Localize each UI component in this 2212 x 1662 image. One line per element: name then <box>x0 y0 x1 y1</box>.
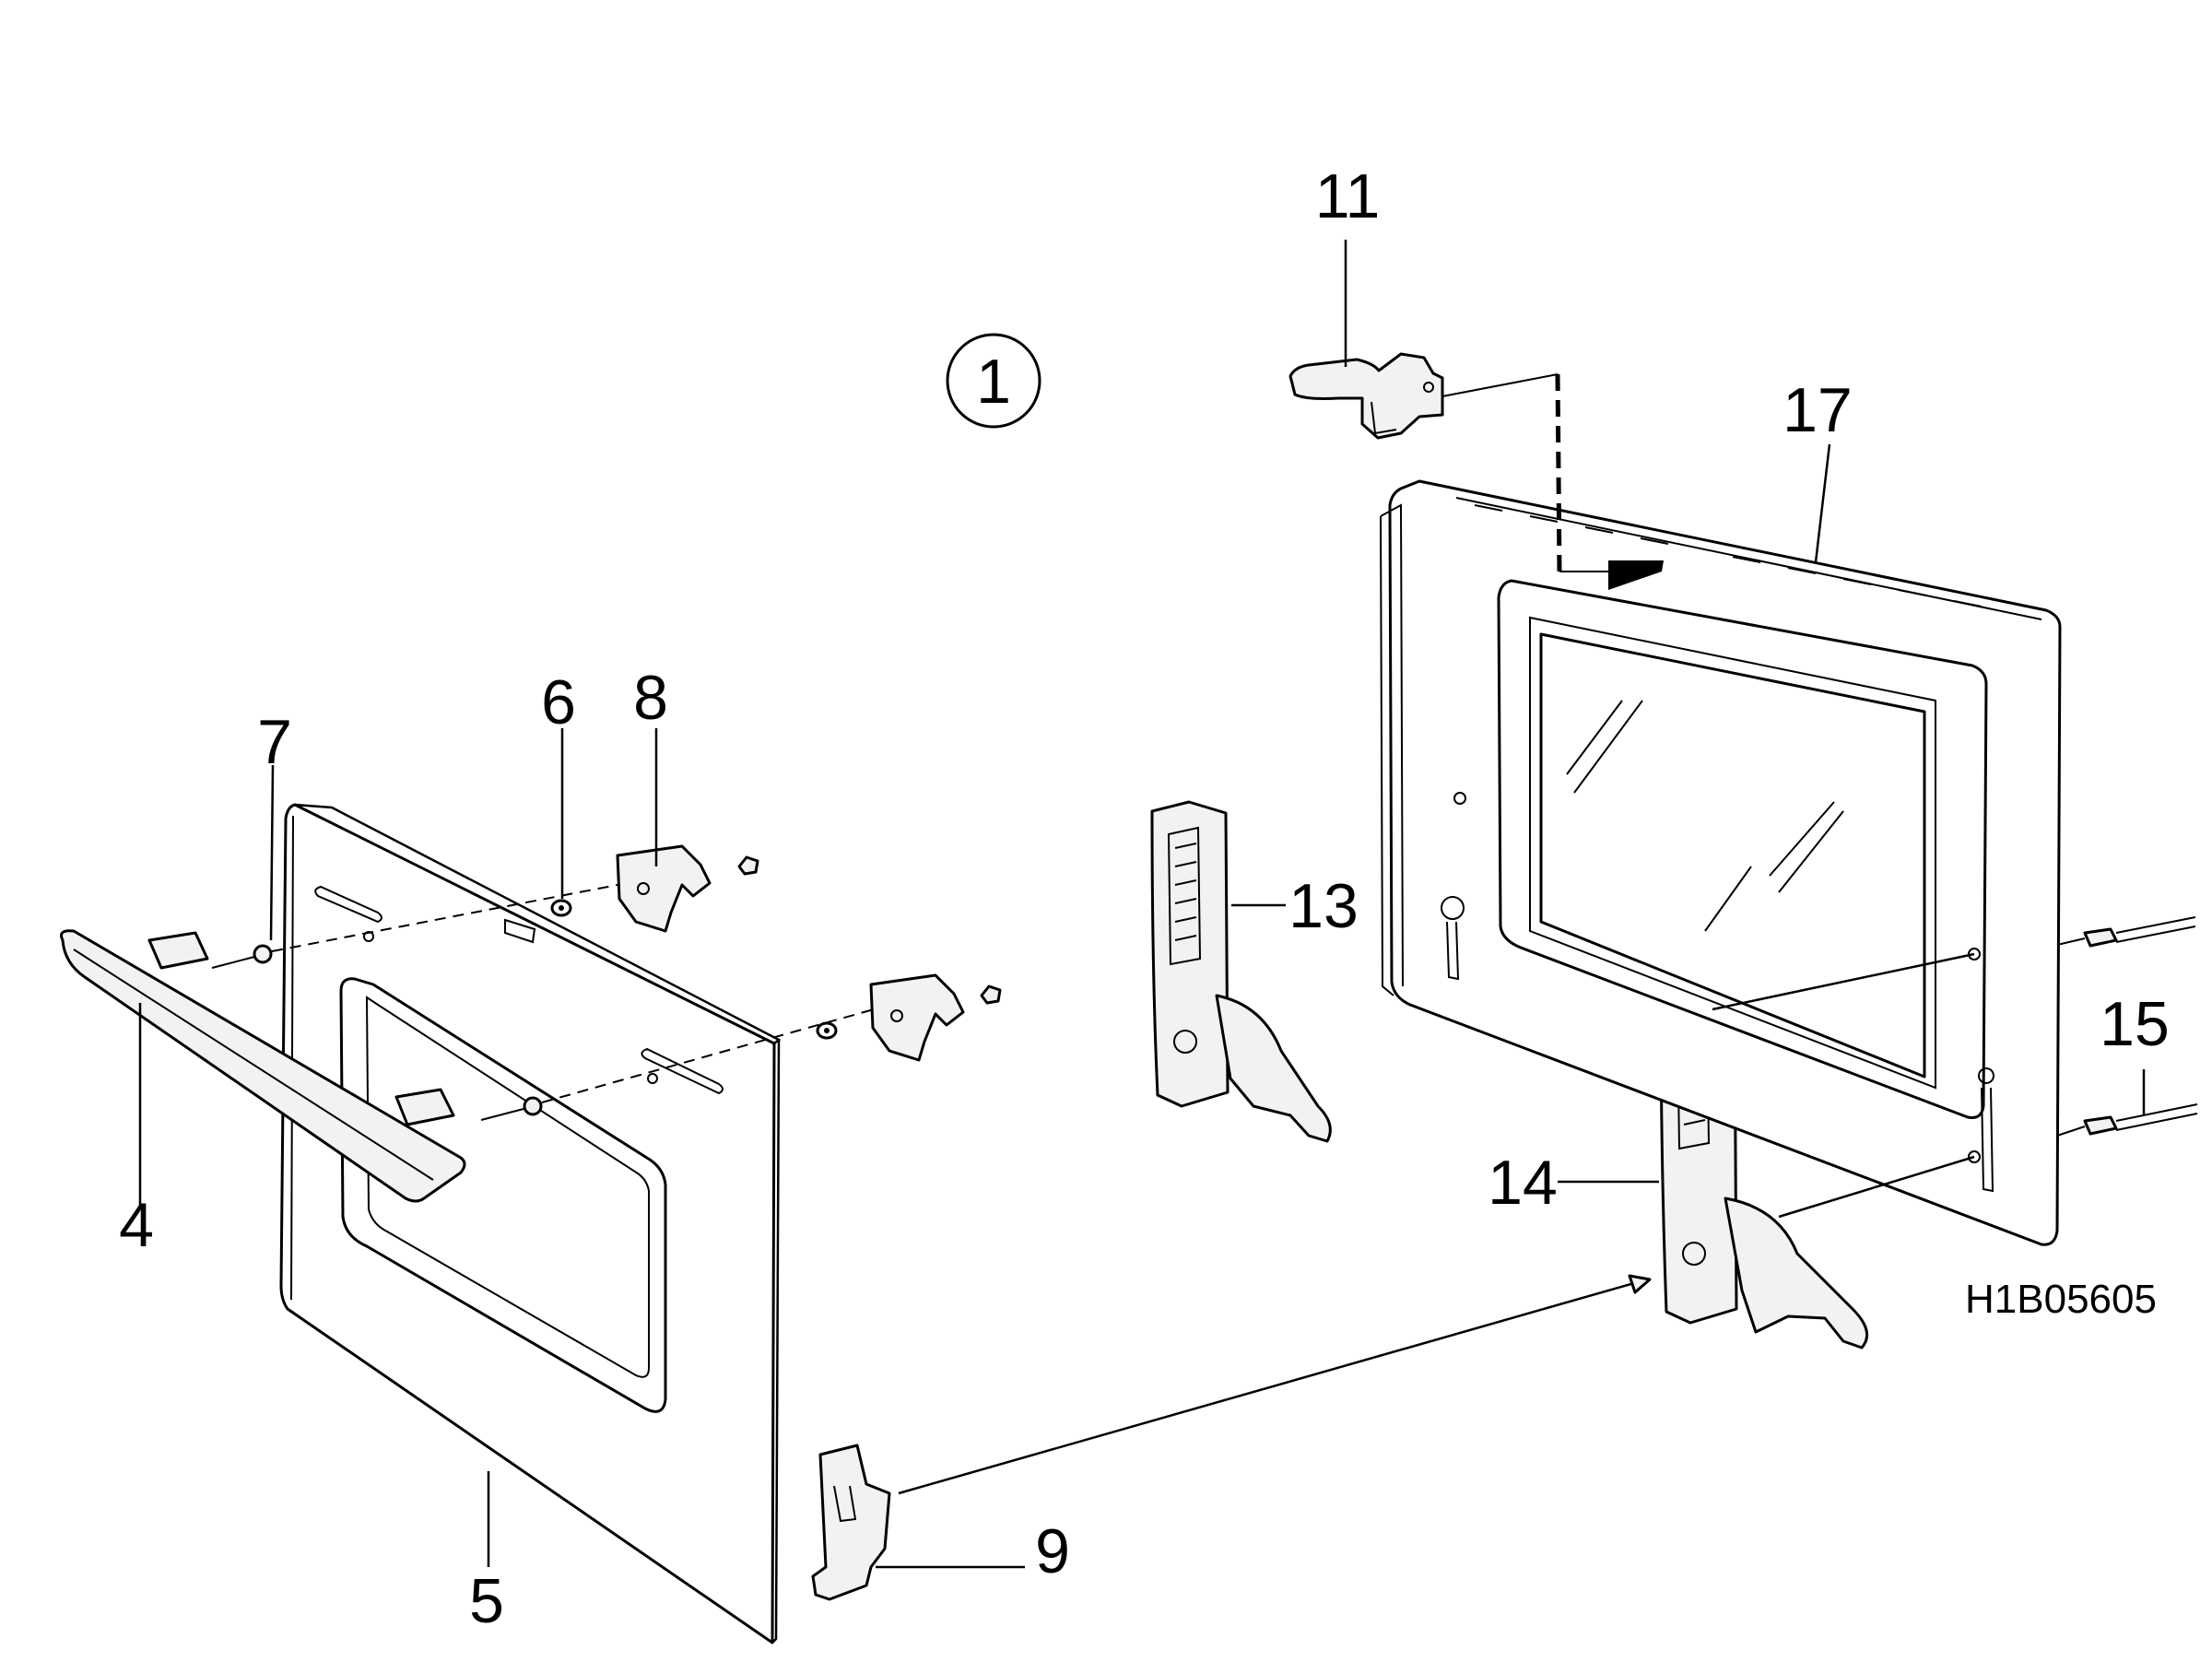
callout-17: 17 <box>1783 375 1853 445</box>
callout-7: 7 <box>257 707 292 777</box>
hinge-left <box>1150 800 1332 1143</box>
group-marker: 1 <box>946 333 1041 429</box>
inner-door-frame <box>1380 479 2062 1246</box>
handle-screws <box>211 944 543 1121</box>
callout-4: 4 <box>119 1190 154 1260</box>
callout-6: 6 <box>541 667 576 737</box>
drawing-code: H1B05605 <box>1965 1277 2157 1322</box>
callout-5: 5 <box>469 1566 504 1636</box>
callout-11: 11 <box>1315 161 1381 231</box>
callout-8: 8 <box>633 663 668 733</box>
group-marker-label: 1 <box>976 347 1011 417</box>
door-latch <box>1288 352 1664 590</box>
callout-15: 15 <box>2100 989 2170 1059</box>
hinge-receiver <box>811 1274 1652 1601</box>
door-handle <box>60 929 466 1203</box>
leader-lines <box>138 240 2146 1569</box>
outer-door-panel <box>279 803 782 1644</box>
callout-9: 9 <box>1035 1516 1070 1586</box>
hinge-brackets <box>616 844 1002 1062</box>
callout-14: 14 <box>1488 1148 1558 1218</box>
rivets <box>2056 916 2198 1137</box>
callout-13: 13 <box>1288 871 1359 941</box>
